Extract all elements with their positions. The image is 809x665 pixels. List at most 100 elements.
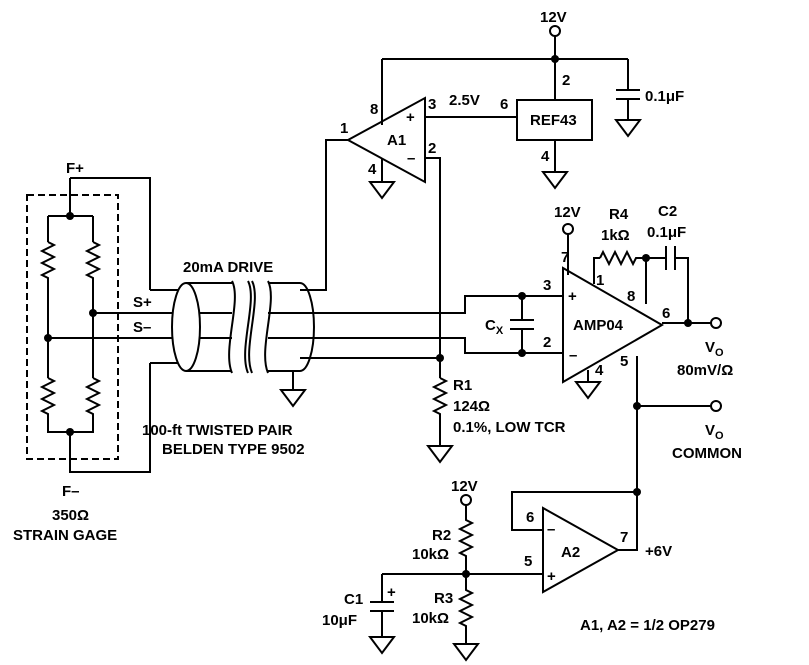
supply-12v-label-a2: 12V xyxy=(451,478,478,495)
r3-value: 10kΩ xyxy=(412,610,449,627)
r1-spec: 0.1%, LOW TCR xyxy=(453,419,566,436)
a2-opamp xyxy=(542,506,621,594)
sense-lines xyxy=(48,312,180,339)
supply-12v-label-amp04: 12V xyxy=(554,204,581,221)
ground-symbol xyxy=(574,381,602,400)
cable-break-left xyxy=(228,280,252,374)
vo-common-v: VO xyxy=(705,422,724,442)
r2-name: R2 xyxy=(432,527,451,544)
twisted-pair-cable: 20mA DRIVE 100-ft TWISTED PAIR BELDEN TY… xyxy=(142,259,441,458)
bridge-resistor-lr xyxy=(84,377,102,416)
r2-value: 10kΩ xyxy=(412,546,449,563)
c1-value: 10μF xyxy=(322,612,357,629)
supply-12v-terminal-amp04 xyxy=(562,223,574,235)
amp04-pin3: 3 xyxy=(543,277,551,294)
a1-output-drive-wire xyxy=(300,139,348,291)
r3-symbol xyxy=(457,574,475,644)
amp04-pin2: 2 xyxy=(543,334,551,351)
ground-symbol xyxy=(541,171,569,190)
r1-symbol xyxy=(431,377,449,446)
r4-symbol xyxy=(599,249,646,267)
gage-sminus: S– xyxy=(133,319,151,336)
cable-end-right xyxy=(299,282,315,372)
amp04-pin8: 8 xyxy=(627,288,635,305)
r2-symbol xyxy=(457,505,475,574)
bridge-resistor-ul xyxy=(39,241,57,280)
vref-label: 2.5V xyxy=(449,92,480,109)
a1-opamp xyxy=(345,96,426,184)
a1-pin8: 8 xyxy=(370,101,378,118)
r3-name: R3 xyxy=(434,590,453,607)
a2-output-label: +6V xyxy=(645,543,672,560)
a1-pin1: 1 xyxy=(340,120,348,137)
ground-symbol xyxy=(614,119,642,138)
cx-symbol xyxy=(510,296,534,353)
amp04-opamp xyxy=(562,266,665,384)
bridge-resistor-ll xyxy=(39,377,57,416)
vo-label: VO xyxy=(705,339,724,359)
r4-name: R4 xyxy=(609,206,629,223)
r1-name: R1 xyxy=(453,377,472,394)
a2-pin5: 5 xyxy=(524,553,532,570)
a1-name: A1 xyxy=(387,132,406,149)
supply-12v-label-top: 12V xyxy=(540,9,567,26)
junction-dot xyxy=(551,55,559,63)
c1-polarity: + xyxy=(387,584,396,601)
cap-top-value: 0.1μF xyxy=(645,88,684,105)
supply-12v-terminal-a2 xyxy=(460,494,472,506)
ground-symbol xyxy=(452,643,480,662)
cap-top-symbol xyxy=(616,89,640,120)
ref43-pin2: 2 xyxy=(562,72,570,89)
c1-symbol xyxy=(370,574,394,637)
bridge-resistor-ur xyxy=(84,241,102,280)
supply-rail-top xyxy=(381,36,629,125)
gage-fminus: F– xyxy=(62,483,80,500)
junction-dot xyxy=(66,428,74,436)
opamp-note: A1, A2 = 1/2 OP279 xyxy=(580,617,715,634)
amp04-pin7: 7 xyxy=(561,249,569,266)
a2-name: A2 xyxy=(561,544,580,561)
ground-symbol xyxy=(279,389,307,408)
cable-entry-wires xyxy=(150,289,180,364)
cable-end-left xyxy=(171,282,201,372)
gage-outline xyxy=(26,194,119,460)
amp04-plus: + xyxy=(568,288,577,305)
amp04-pin5: 5 xyxy=(620,353,628,370)
a1-pin3: 3 xyxy=(428,96,436,113)
ref43-name: REF43 xyxy=(530,112,577,129)
gage-fplus: F+ xyxy=(66,160,84,177)
ground-symbol xyxy=(426,445,454,464)
vo-scale: 80mV/Ω xyxy=(677,362,733,379)
strain-gage: F+ S+ S– F– 350Ω STRAIN GAGE xyxy=(13,160,180,544)
gage-label: STRAIN GAGE xyxy=(13,527,117,544)
r1-value: 124Ω xyxy=(453,398,490,415)
amp04-pin4: 4 xyxy=(595,362,604,379)
c1-name: C1 xyxy=(344,591,363,608)
supply-12v-terminal-top xyxy=(549,25,561,37)
junction-dot xyxy=(684,319,692,327)
gage-splus: S+ xyxy=(133,294,152,311)
cable-line1: 100-ft TWISTED PAIR xyxy=(142,422,293,439)
amp04-pin6: 6 xyxy=(662,305,670,322)
top-supply-section: 12V 0.1μF REF43 2 6 4 2.5V A1 + – 3 2 8 … xyxy=(300,9,684,358)
cable-line2: BELDEN TYPE 9502 xyxy=(162,441,305,458)
r1-resistor: R1 124Ω 0.1%, LOW TCR xyxy=(426,354,566,464)
a2-feedback-wire xyxy=(511,491,637,531)
a1-plus: + xyxy=(406,109,415,126)
junction-dot xyxy=(436,354,444,362)
cable-return-wire xyxy=(300,357,441,378)
ref43-pin4: 4 xyxy=(541,148,550,165)
amp04-input-wires xyxy=(314,295,563,354)
cable-sheath xyxy=(186,282,300,372)
c2-value: 0.1μF xyxy=(647,224,686,241)
junction-dot xyxy=(66,212,74,220)
amp04-name: AMP04 xyxy=(573,317,624,334)
amp04-pin1: 1 xyxy=(596,272,604,289)
a2-minus: – xyxy=(547,521,555,538)
a1-minus: – xyxy=(407,150,415,167)
ref43-pin6: 6 xyxy=(500,96,508,113)
a2-pin6: 6 xyxy=(526,509,534,526)
cable-break-right xyxy=(248,280,272,374)
a2-section: A2 – + 6 5 7 +6V 12V R2 10kΩ R3 10kΩ + C… xyxy=(322,478,715,662)
